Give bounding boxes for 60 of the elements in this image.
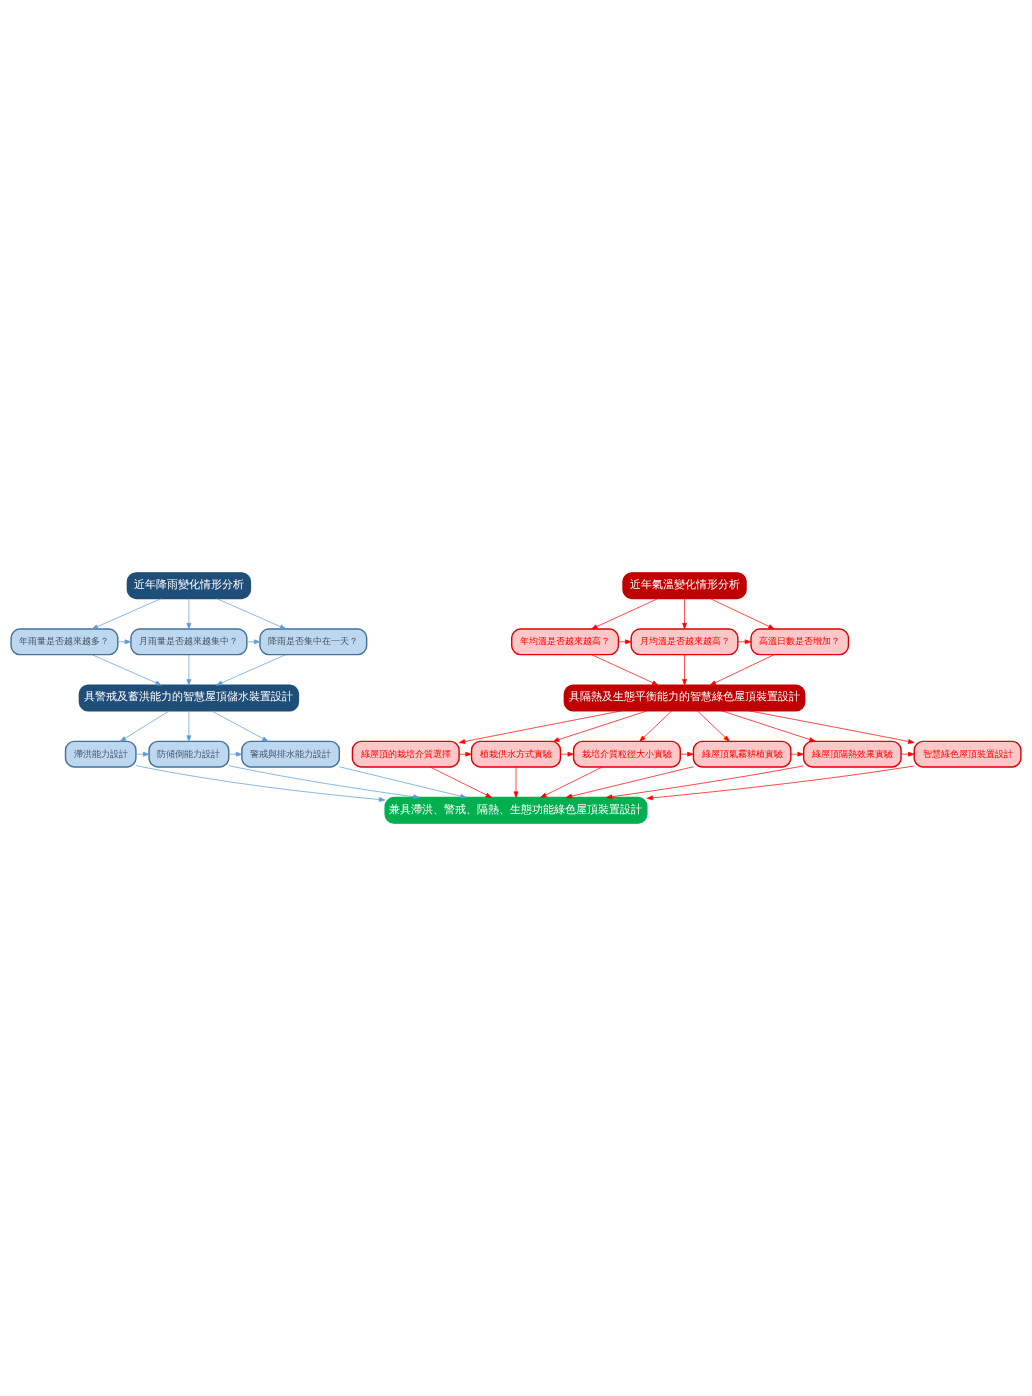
arrow — [560, 751, 574, 757]
arrow — [186, 710, 192, 742]
arrow — [216, 654, 287, 686]
node-box: 綠屋頂的栽培介質選擇 — [351, 740, 460, 768]
node-box: 月雨量是否越來越集中？ — [130, 628, 248, 656]
arrow — [458, 710, 623, 744]
arrow — [540, 766, 603, 798]
node-box: 栽培介質粒徑大小實驗 — [572, 740, 681, 768]
arrow — [748, 710, 915, 744]
arrow — [552, 710, 648, 742]
node-box: 近年氣溫變化情形分析 — [622, 572, 747, 600]
arrow — [618, 639, 632, 645]
node-box: 近年降雨變化情形分析 — [126, 572, 252, 600]
arrow — [135, 765, 386, 802]
arrow — [211, 710, 269, 742]
arrow — [591, 598, 659, 630]
arrow — [228, 765, 420, 800]
node-box: 滯洪能力設計 — [64, 740, 137, 768]
arrow — [737, 639, 752, 645]
arrow — [639, 710, 673, 742]
node-box: 具警戒及蓄洪能力的智慧屋頂儲水裝置設計 — [78, 684, 300, 712]
arrow — [565, 766, 694, 799]
arrow — [117, 639, 132, 645]
arrow — [228, 751, 243, 757]
node-box: 月均溫是否越來越高？ — [630, 628, 739, 656]
arrow — [119, 710, 170, 742]
arrow — [135, 751, 150, 757]
node-box: 年雨量是否越來越多？ — [10, 628, 119, 656]
arrow — [186, 598, 192, 630]
node-box: 年均溫是否越來越高？ — [511, 628, 620, 656]
arrow — [682, 654, 687, 686]
arrow — [605, 765, 804, 800]
node-box: 高溫日數是否增加？ — [750, 628, 850, 656]
arrow — [696, 710, 730, 742]
arrow — [513, 766, 519, 798]
arrow — [709, 598, 775, 630]
node-box: 綠屋頂隔熱效果實驗 — [802, 740, 902, 768]
arrow — [458, 751, 472, 757]
node-box: 降雨是否集中在一天？ — [259, 628, 368, 656]
arrow — [186, 654, 192, 686]
arrow — [646, 765, 915, 801]
arrow — [680, 751, 694, 757]
arrow — [429, 766, 492, 798]
node-box: 智慧綠色屋頂裝置設計 — [913, 740, 1022, 768]
node-box: 防傾倒能力設計 — [148, 740, 230, 768]
node-box: 綠屋頂氣霧耕植實驗 — [692, 740, 792, 768]
node-box: 植栽供水方式實驗 — [470, 740, 562, 768]
arrow — [591, 654, 659, 686]
arrow — [721, 710, 816, 742]
arrow — [682, 598, 687, 630]
node-box: 具隔熱及生態平衡能力的智慧綠色屋頂裝置設計 — [563, 684, 806, 712]
node-box: 警戒與排水能力設計 — [241, 740, 340, 768]
arrow — [790, 751, 804, 757]
arrow — [246, 639, 261, 645]
arrow — [900, 751, 915, 757]
arrow — [339, 766, 467, 799]
arrow — [91, 598, 162, 630]
arrow — [91, 654, 162, 686]
arrow — [709, 654, 775, 686]
arrow — [216, 598, 287, 630]
